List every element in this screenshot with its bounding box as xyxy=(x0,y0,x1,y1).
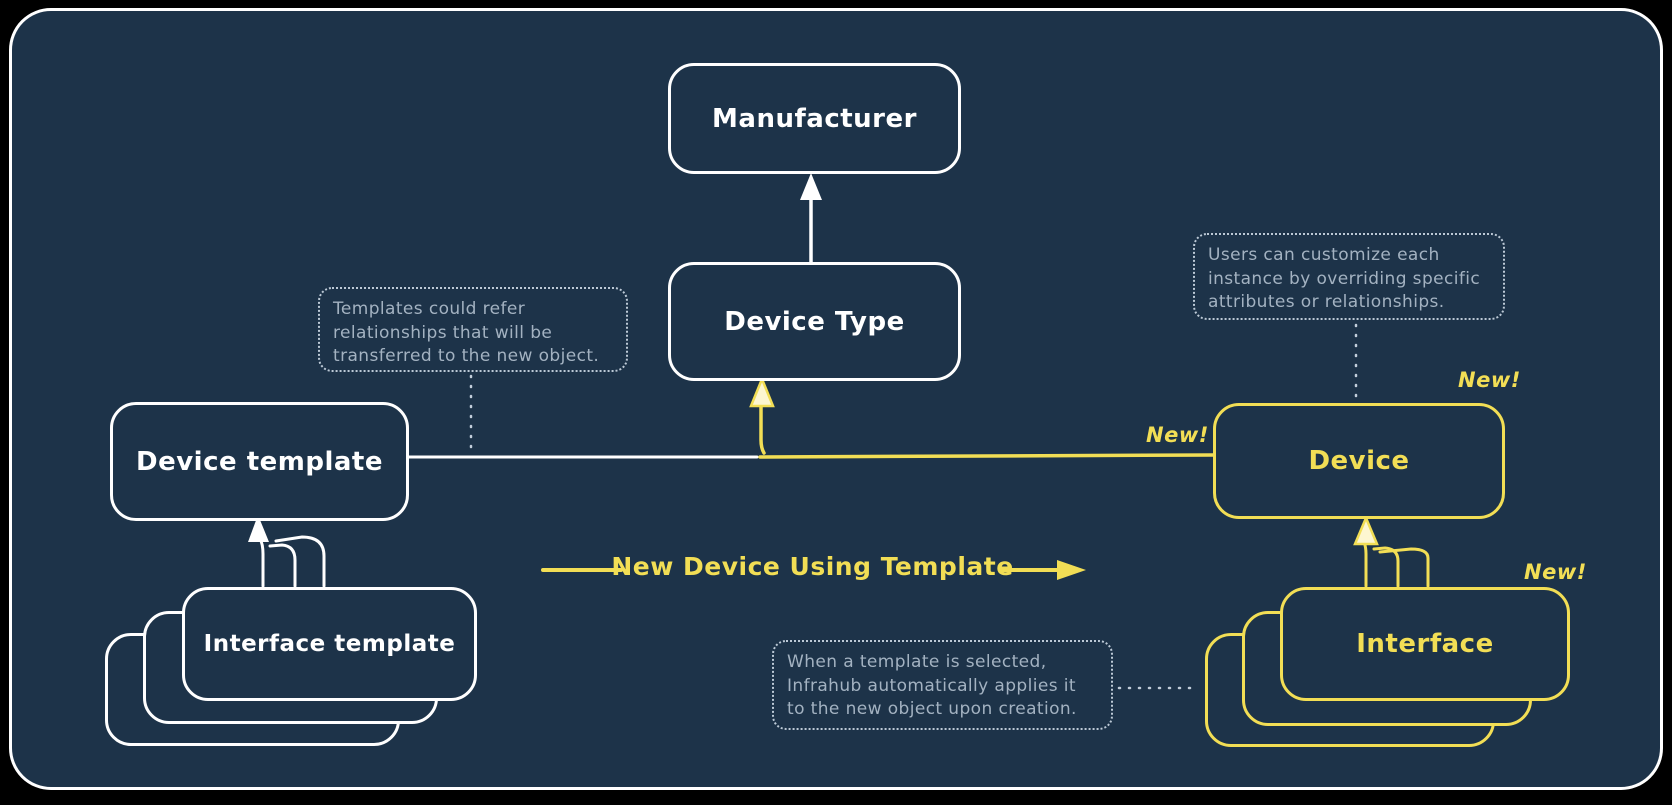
node-manufacturer-label: Manufacturer xyxy=(712,103,917,134)
annotation-template-applied: When a template is selected, Infrahub au… xyxy=(772,640,1113,730)
flow-label: New Device Using Template xyxy=(611,552,1014,581)
arrowhead-to-device xyxy=(1353,514,1379,546)
node-interface-template: Interface template xyxy=(182,587,477,701)
annotation-users-customize: Users can customize each instance by ove… xyxy=(1193,233,1505,320)
arrow-interface-to-device xyxy=(1362,540,1368,588)
node-device-label: Device xyxy=(1308,446,1410,476)
branch-interface-3 xyxy=(1378,547,1430,588)
node-interface-label: Interface xyxy=(1356,629,1494,659)
arrowhead-to-device-type xyxy=(749,375,775,408)
node-device-type: Device Type xyxy=(668,262,961,381)
badge-new-flow: New! xyxy=(1146,423,1209,447)
node-device-template: Device template xyxy=(110,402,409,521)
node-device-type-label: Device Type xyxy=(724,306,905,337)
node-device-template-label: Device template xyxy=(136,446,383,477)
node-interface-template-label: Interface template xyxy=(203,631,456,657)
badge-new-device: New! xyxy=(1458,368,1521,392)
arrowhead-to-manufacturer xyxy=(800,173,822,200)
flow-arrowhead xyxy=(1057,560,1086,580)
node-manufacturer: Manufacturer xyxy=(668,63,961,174)
arrow-interface-template-to-device-template xyxy=(258,537,265,588)
branch-interface-template-3 xyxy=(274,535,326,588)
branch-interface-template-2 xyxy=(268,543,297,588)
badge-new-interface: New! xyxy=(1524,560,1587,584)
annotation-templates-refer: Templates could refer relationships that… xyxy=(318,287,628,372)
branch-interface-2 xyxy=(1372,546,1400,588)
node-interface: Interface xyxy=(1280,587,1570,701)
arrowhead-to-device-template xyxy=(248,515,269,542)
node-device: Device xyxy=(1213,403,1505,519)
line-junction-to-device xyxy=(758,453,1215,459)
arrow-junction-to-device-type xyxy=(759,403,766,455)
